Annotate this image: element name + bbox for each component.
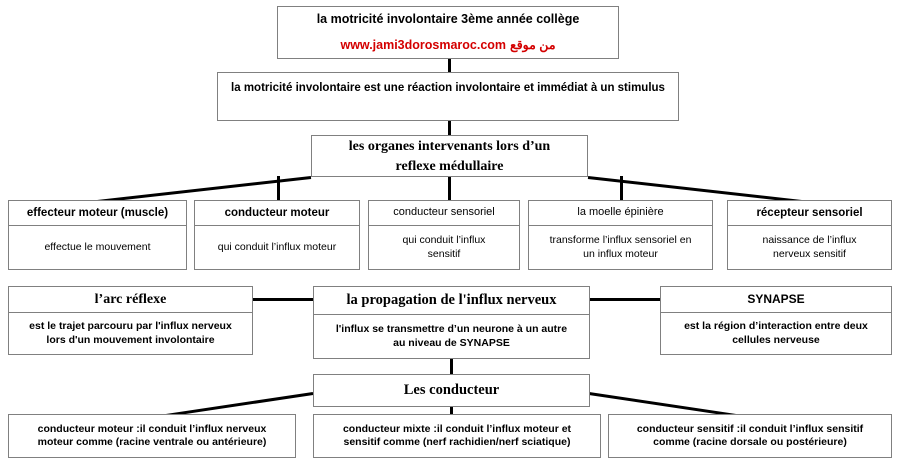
organ-box-body: naissance de l’influx nerveux sensitif: [728, 226, 891, 269]
organ-box-body: effectue le mouvement: [9, 226, 186, 269]
organs-title-line-1: les organes intervenants lors d’un: [348, 138, 551, 154]
organ-box-conducteur-moteur: conducteur moteur qui conduit l’influx m…: [194, 200, 360, 270]
connector-organs-to-conducteur-sensoriel: [448, 176, 451, 200]
arabic-caption: من موقع: [510, 37, 556, 52]
conductor-box-body: conducteur sensitif :il conduit l’influx…: [609, 415, 891, 457]
connector-title-to-definition: [448, 58, 451, 72]
organs-title-line-2: reflexe médullaire: [395, 159, 504, 175]
organ-body-line: sensitif: [427, 247, 461, 260]
conductor-box-mixte: conducteur mixte :il conduit l’influx mo…: [313, 414, 601, 458]
conductor-box-sensitif: conducteur sensitif :il conduit l’influx…: [608, 414, 892, 458]
concept-box-body: est le trajet parcouru par l'influx nerv…: [9, 313, 252, 354]
concept-box-header: l’arc réflexe: [9, 287, 252, 313]
organ-box-header: récepteur sensoriel: [728, 201, 891, 226]
organ-box-header: effecteur moteur (muscle): [9, 201, 186, 226]
concept-box-propagation: la propagation de l'influx nerveux l'inf…: [313, 286, 590, 359]
organ-body-line: naissance de l’influx: [762, 234, 857, 247]
organ-body-line: qui conduit l’influx: [402, 234, 486, 247]
title-line-2: www.jami3dorosmaroc.com من موقع: [278, 33, 618, 58]
connector-arc-to-propagation: [252, 298, 314, 301]
definition-text: la motricité involontaire est une réacti…: [231, 81, 665, 94]
concept-body-line: au niveau de SYNAPSE: [393, 336, 510, 349]
connector-organs-to-moelle-epiniere: [620, 176, 623, 200]
website-url: www.jami3dorosmaroc.com: [340, 37, 507, 52]
title-box: la motricité involontaire 3ème année col…: [277, 6, 619, 59]
conductors-title-box: Les conducteur: [313, 374, 590, 407]
organ-box-body: qui conduit l’influx sensitif: [369, 226, 519, 269]
conductors-title: Les conducteur: [403, 382, 500, 399]
concept-body-line: est la région d’interaction entre deux: [684, 320, 868, 333]
concept-body-line: cellules nerveuse: [732, 333, 820, 346]
organ-box-body: qui conduit l’influx moteur: [195, 226, 359, 269]
conductor-body-line: conducteur mixte :il conduit l’influx mo…: [342, 422, 572, 435]
concept-body-line: l'influx se transmettre d’un neurone à u…: [335, 323, 568, 336]
organ-body-line: qui conduit l’influx moteur: [217, 240, 337, 253]
concept-box-body: l'influx se transmettre d’un neurone à u…: [314, 315, 589, 358]
conductor-body-line: conducteur sensitif :il conduit l’influx…: [636, 422, 864, 435]
connector-propagation-to-synapse: [589, 298, 661, 301]
organ-box-conducteur-sensoriel: conducteur sensoriel qui conduit l’influ…: [368, 200, 520, 270]
conductor-body-line: moteur comme (racine ventrale ou antérie…: [37, 436, 267, 448]
connector-propagation-to-conducteurs: [450, 359, 453, 374]
concept-box-arc-reflexe: l’arc réflexe est le trajet parcouru par…: [8, 286, 253, 355]
organ-box-body: transforme l’influx sensoriel en un infl…: [529, 226, 712, 269]
conductor-body-line: comme (racine dorsale ou postérieure): [653, 436, 847, 448]
organ-body-line: nerveux sensitif: [773, 247, 846, 260]
conductor-box-body: conducteur mixte :il conduit l’influx mo…: [314, 415, 600, 457]
conductor-box-body: conducteur moteur :il conduit l’influx n…: [9, 415, 295, 457]
definition-box: la motricité involontaire est une réacti…: [217, 72, 679, 121]
connector-organs-to-conducteur-moteur: [277, 176, 280, 200]
concept-body-line: lors d'un mouvement involontaire: [46, 333, 215, 346]
concept-box-header: la propagation de l'influx nerveux: [314, 287, 589, 315]
organ-box-moelle-epiniere: la moelle épinière transforme l’influx s…: [528, 200, 713, 270]
concept-box-header: SYNAPSE: [661, 287, 891, 313]
concept-body-line: est le trajet parcouru par l'influx nerv…: [29, 320, 232, 333]
organ-box-effecteur-moteur: effecteur moteur (muscle) effectue le mo…: [8, 200, 187, 270]
organ-box-header: conducteur sensoriel: [369, 201, 519, 226]
organ-box-header: la moelle épinière: [529, 201, 712, 226]
connector-definition-to-organs: [448, 120, 451, 136]
concept-box-synapse: SYNAPSE est la région d’interaction entr…: [660, 286, 892, 355]
organ-body-line: effectue le mouvement: [44, 240, 151, 253]
organ-body-line: transforme l’influx sensoriel en: [549, 234, 692, 247]
concept-box-body: est la région d’interaction entre deux c…: [661, 313, 891, 354]
conductor-body-line: conducteur moteur :il conduit l’influx n…: [37, 422, 267, 435]
organ-box-header: conducteur moteur: [195, 201, 359, 226]
title-line-1: la motricité involontaire 3ème année col…: [316, 12, 580, 27]
conductor-box-moteur: conducteur moteur :il conduit l’influx n…: [8, 414, 296, 458]
organ-body-line: un influx moteur: [583, 247, 658, 260]
organs-title-box: les organes intervenants lors d’un refle…: [311, 135, 588, 177]
organ-box-recepteur-sensoriel: récepteur sensoriel naissance de l’influ…: [727, 200, 892, 270]
conductor-body-line: sensitif comme (nerf rachidien/nerf scia…: [343, 436, 571, 448]
